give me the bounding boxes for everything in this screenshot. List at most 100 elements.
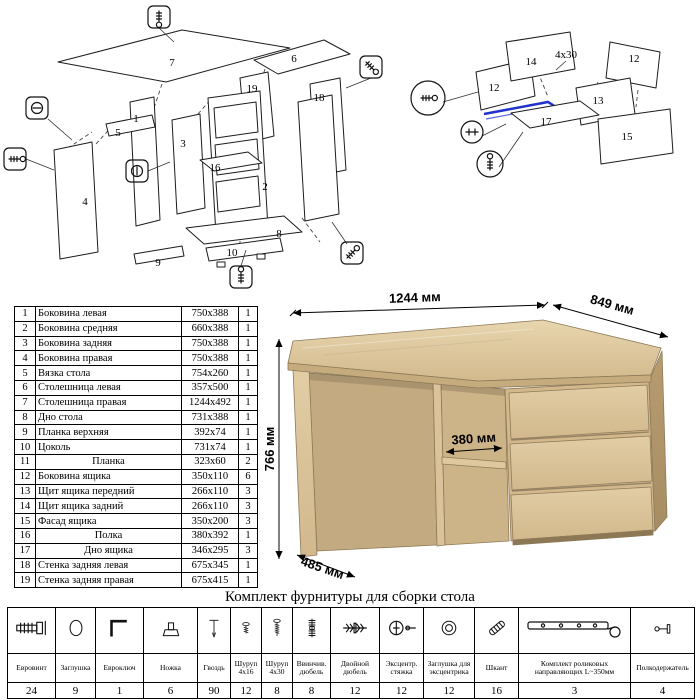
drawer-facade (597, 108, 674, 165)
hex-key-icon (109, 619, 127, 637)
hardware-name: Шкант (474, 653, 519, 683)
hardware-qty: 1 (95, 682, 144, 699)
part-name: Цоколь (35, 439, 182, 455)
part-size: 675x345 (181, 557, 239, 574)
part-label: 16 (210, 162, 222, 174)
hardware-name: Евроключ (95, 653, 144, 683)
drawer-box-3 (215, 175, 261, 213)
part-size: 675x415 (181, 572, 239, 589)
hardware-qty-row: 24 9 1 6 90 12 8 8 12 12 12 16 3 4 (7, 682, 695, 699)
part-qty: 1 (238, 379, 258, 396)
part-name: Столешница левая (35, 379, 182, 396)
hardware-name: Эксцентр. стяжка (379, 653, 424, 683)
part-number: 5 (14, 365, 36, 381)
part-size: 731x74 (181, 439, 239, 455)
foot (256, 253, 266, 260)
dim-left-depth-label: 485 мм (299, 553, 346, 582)
part-labels: 14 12 12 13 17 15 4х30 (489, 49, 640, 143)
exploded-panels (475, 31, 674, 165)
dim-shelf-label: 380 мм (451, 429, 496, 447)
hardware-qty: 12 (379, 682, 424, 699)
part-qty: 1 (238, 572, 258, 589)
part-label: 2 (262, 181, 268, 193)
part-qty: 3 (238, 513, 258, 529)
part-qty: 1 (238, 350, 258, 367)
part-size: 1244x492 (181, 394, 239, 411)
part-size: 750x388 (181, 335, 239, 352)
part-number: 6 (14, 379, 36, 396)
wood-dowel-icon (488, 620, 505, 636)
hardware-qty: 12 (423, 682, 475, 699)
part-size: 350x110 (181, 468, 239, 485)
part-size: 731x388 (181, 409, 239, 426)
part-label: 1 (133, 113, 139, 125)
shelf (441, 456, 507, 470)
part-qty: 1 (238, 335, 258, 352)
hardware-qty: 4 (630, 682, 695, 699)
part-name: Столешница правая (35, 394, 182, 411)
hardware-name: Заглушка для эксцентрика (423, 653, 475, 683)
panel-shelf (199, 151, 263, 172)
part-labels: 7 6 19 18 5 3 16 2 1 4 10 8 9 (82, 53, 325, 269)
part-number: 11 (14, 453, 36, 470)
part-size: 350x200 (181, 513, 239, 529)
hardware-qty: 90 (197, 682, 231, 699)
part-name: Боковина средняя (35, 320, 182, 337)
part-size: 380x392 (181, 527, 239, 544)
part-number: 8 (14, 409, 36, 426)
confirmat-screw-icon (15, 620, 46, 636)
cam-cap-icon (441, 620, 457, 636)
part-number: 19 (14, 572, 36, 589)
part-size: 346x295 (181, 542, 239, 559)
hardware-name: Ввинчив. дюбель (292, 653, 331, 683)
part-name: Боковина правая (35, 350, 182, 367)
desk-body (287, 319, 668, 558)
shelf-pin-icon (653, 624, 670, 634)
hardware-name: Ножка (143, 653, 198, 683)
screw-4x30-icon (273, 618, 281, 637)
part-name: Фасад ящика (35, 513, 182, 529)
part-qty: 3 (238, 542, 258, 559)
drawer-front-2 (509, 435, 653, 491)
screw-callout-icon (359, 55, 383, 79)
panel-plinth (205, 237, 284, 262)
hardware-name: Полкодержатель (630, 653, 695, 683)
part-name: Боковина ящика (35, 468, 182, 485)
dim-depth-label: 849 мм (589, 293, 636, 318)
exploded-view-main: 7 6 19 18 5 3 16 2 1 4 10 8 9 (3, 5, 383, 289)
panel-side-left (53, 141, 99, 260)
part-qty: 3 (238, 483, 258, 500)
part-number: 2 (14, 320, 36, 337)
dimensions: 1244 мм 849 мм 766 мм 380 мм 485 мм (263, 293, 669, 582)
part-label: 7 (169, 57, 175, 69)
hardware-qty: 8 (261, 682, 293, 699)
part-number: 3 (14, 335, 36, 352)
part-label: 6 (291, 53, 297, 65)
part-label: 4 (82, 196, 88, 208)
part-qty: 6 (238, 468, 258, 485)
part-name: Стенка задняя левая (35, 557, 182, 574)
drawer-side-right (605, 41, 661, 89)
part-size: 323x60 (181, 453, 239, 470)
part-number: 4 (14, 350, 36, 367)
hardware-qty: 16 (474, 682, 519, 699)
screw-size-annotation: 4х30 (555, 49, 578, 61)
part-label: 15 (622, 131, 634, 143)
double-dowel-icon (343, 622, 367, 634)
part-name: Стенка задняя правая (35, 572, 182, 589)
part-size: 392x74 (181, 424, 239, 441)
